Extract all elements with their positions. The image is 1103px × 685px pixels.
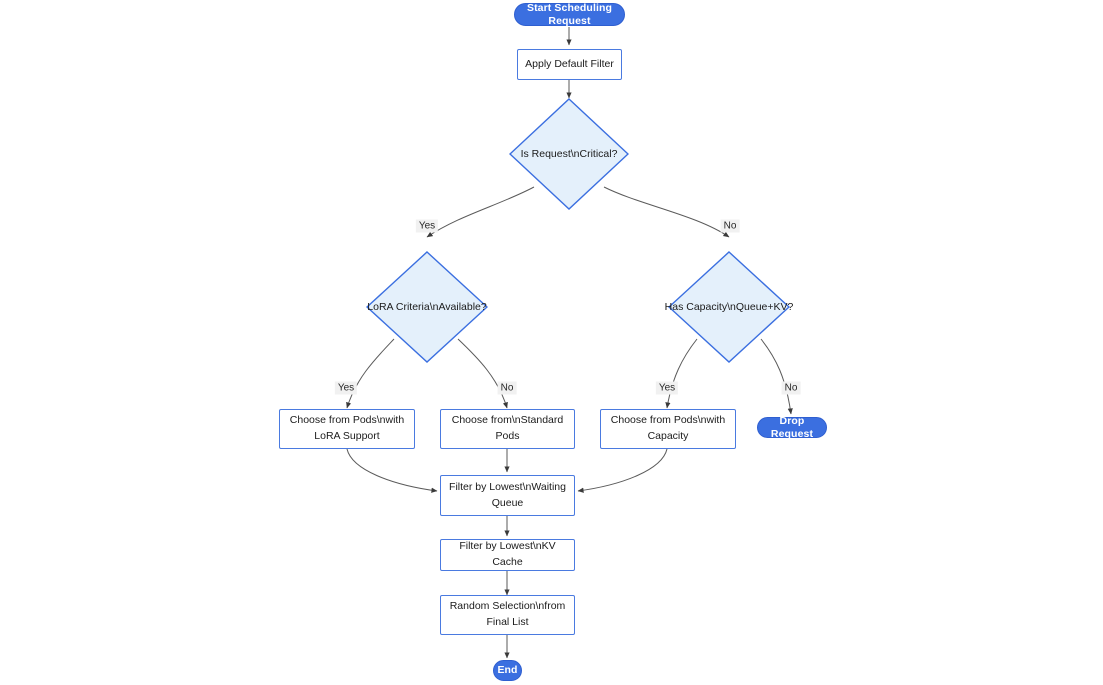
edge-critical-no-to-capacity xyxy=(603,186,730,238)
edge-label-lora-yes: Yes xyxy=(334,381,358,395)
edge-label-critical-no: No xyxy=(720,219,740,233)
node-apply-default-filter[interactable]: Apply Default Filter xyxy=(517,49,622,80)
node-filter-waiting-queue-label: Filter by Lowest\nWaiting Queue xyxy=(449,480,566,509)
edge-label-critical-yes: Yes xyxy=(415,219,439,233)
node-drop-request-label: Drop Request xyxy=(770,415,814,440)
edge-label-capacity-no: No xyxy=(781,381,801,395)
node-end[interactable]: End xyxy=(493,660,522,681)
diamond-shape-lora xyxy=(366,251,488,363)
edge-pods-capacity-to-filter-queue xyxy=(577,448,668,493)
node-end-label: End xyxy=(497,664,518,677)
node-start-label: Start Scheduling Request xyxy=(526,2,613,27)
edge-label-lora-no: No xyxy=(497,381,517,395)
diamond-shape-critical xyxy=(509,98,629,210)
node-choose-standard-pods[interactable]: Choose from\nStandard Pods xyxy=(440,409,575,449)
diamond-shape-capacity xyxy=(668,251,790,363)
edge-pods-lora-to-filter-queue xyxy=(346,448,438,493)
node-is-request-critical-label: Is Request\nCritical? xyxy=(520,147,618,160)
node-lora-criteria-available-label: LoRA Criteria\nAvailable? xyxy=(367,300,487,313)
node-random-selection[interactable]: Random Selection\nfrom Final List xyxy=(440,595,575,635)
edge-capacity-yes-to-pods-capacity xyxy=(665,338,698,409)
node-choose-pods-lora[interactable]: Choose from Pods\nwith LoRA Support xyxy=(279,409,415,449)
edge-capacity-no-to-drop-request xyxy=(760,338,793,415)
node-has-capacity-queue-kv-label: Has Capacity\nQueue+KV? xyxy=(664,300,794,313)
node-random-selection-label: Random Selection\nfrom Final List xyxy=(449,600,566,628)
node-lora-criteria-available[interactable]: LoRA Criteria\nAvailable? xyxy=(366,251,488,363)
node-choose-pods-capacity[interactable]: Choose from Pods\nwith Capacity xyxy=(600,409,736,449)
node-start[interactable]: Start Scheduling Request xyxy=(514,2,625,27)
edge-lora-no-to-standard-pods xyxy=(457,338,508,409)
node-filter-kv-cache[interactable]: Filter by Lowest\nKV Cache xyxy=(440,539,575,571)
node-filter-waiting-queue[interactable]: Filter by Lowest\nWaiting Queue xyxy=(440,475,575,516)
node-is-request-critical[interactable]: Is Request\nCritical? xyxy=(509,98,629,210)
node-apply-default-filter-label: Apply Default Filter xyxy=(525,57,614,70)
node-choose-pods-lora-label: Choose from Pods\nwith LoRA Support xyxy=(289,414,405,442)
node-filter-kv-cache-label: Filter by Lowest\nKV Cache xyxy=(459,540,556,568)
node-drop-request[interactable]: Drop Request xyxy=(757,415,827,440)
edge-lora-yes-to-pods-lora xyxy=(346,338,395,409)
node-has-capacity-queue-kv[interactable]: Has Capacity\nQueue+KV? xyxy=(665,251,793,363)
edge-label-capacity-yes: Yes xyxy=(655,381,679,395)
node-choose-pods-capacity-label: Choose from Pods\nwith Capacity xyxy=(610,414,726,442)
node-choose-standard-pods-label: Choose from\nStandard Pods xyxy=(451,414,564,442)
